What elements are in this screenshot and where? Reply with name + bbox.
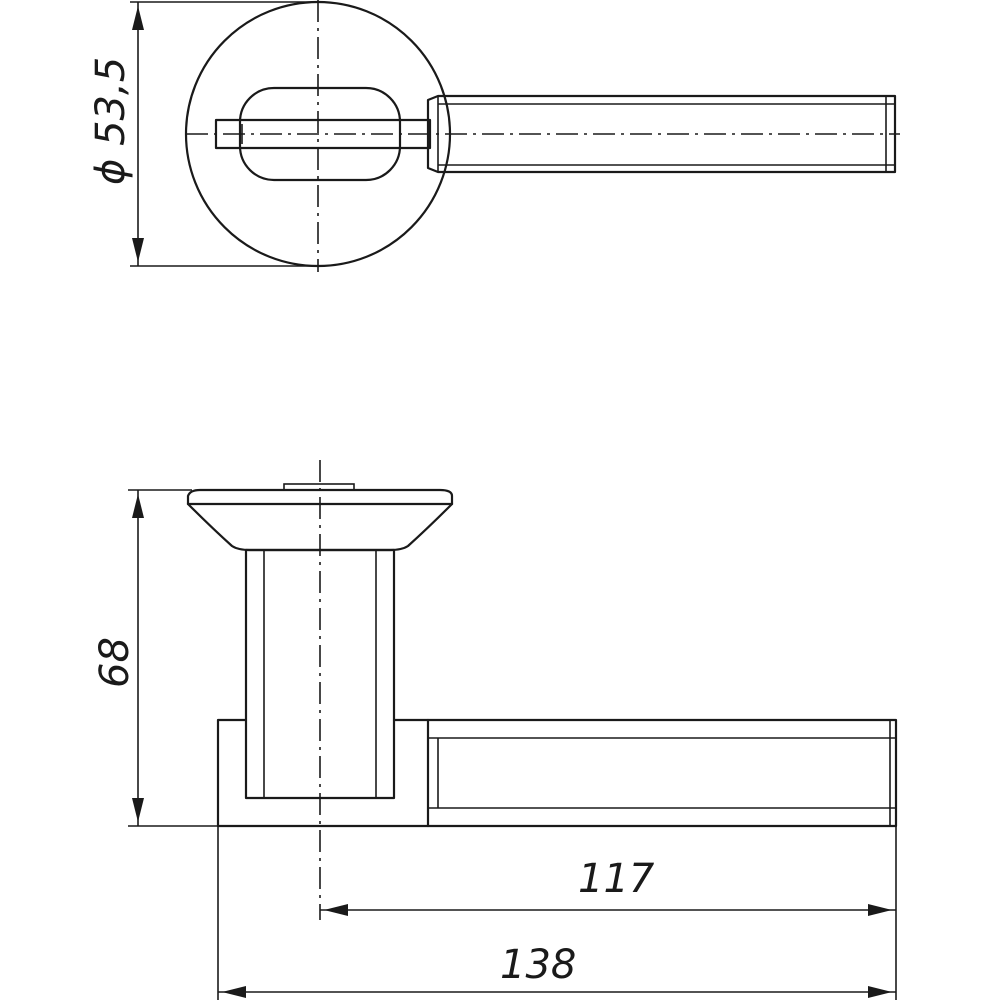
side-view — [186, 460, 898, 920]
top-view — [184, 0, 900, 272]
length-label: 138 — [500, 942, 576, 988]
rosette-cap — [186, 488, 454, 506]
base-block — [216, 718, 430, 828]
diameter-label: ϕ 53,5 — [88, 57, 134, 185]
length-dimension: 138 — [217, 826, 896, 1000]
height-dimension: 68 — [92, 489, 218, 827]
lever-side-bar — [426, 718, 898, 828]
projection-label: 117 — [578, 856, 655, 902]
diameter-dimension: ϕ 53,5 — [88, 1, 318, 267]
cap-button — [283, 483, 355, 491]
projection-dimension: 117 — [320, 826, 897, 1000]
height-label: 68 — [92, 637, 138, 688]
lever-neck — [214, 118, 432, 150]
